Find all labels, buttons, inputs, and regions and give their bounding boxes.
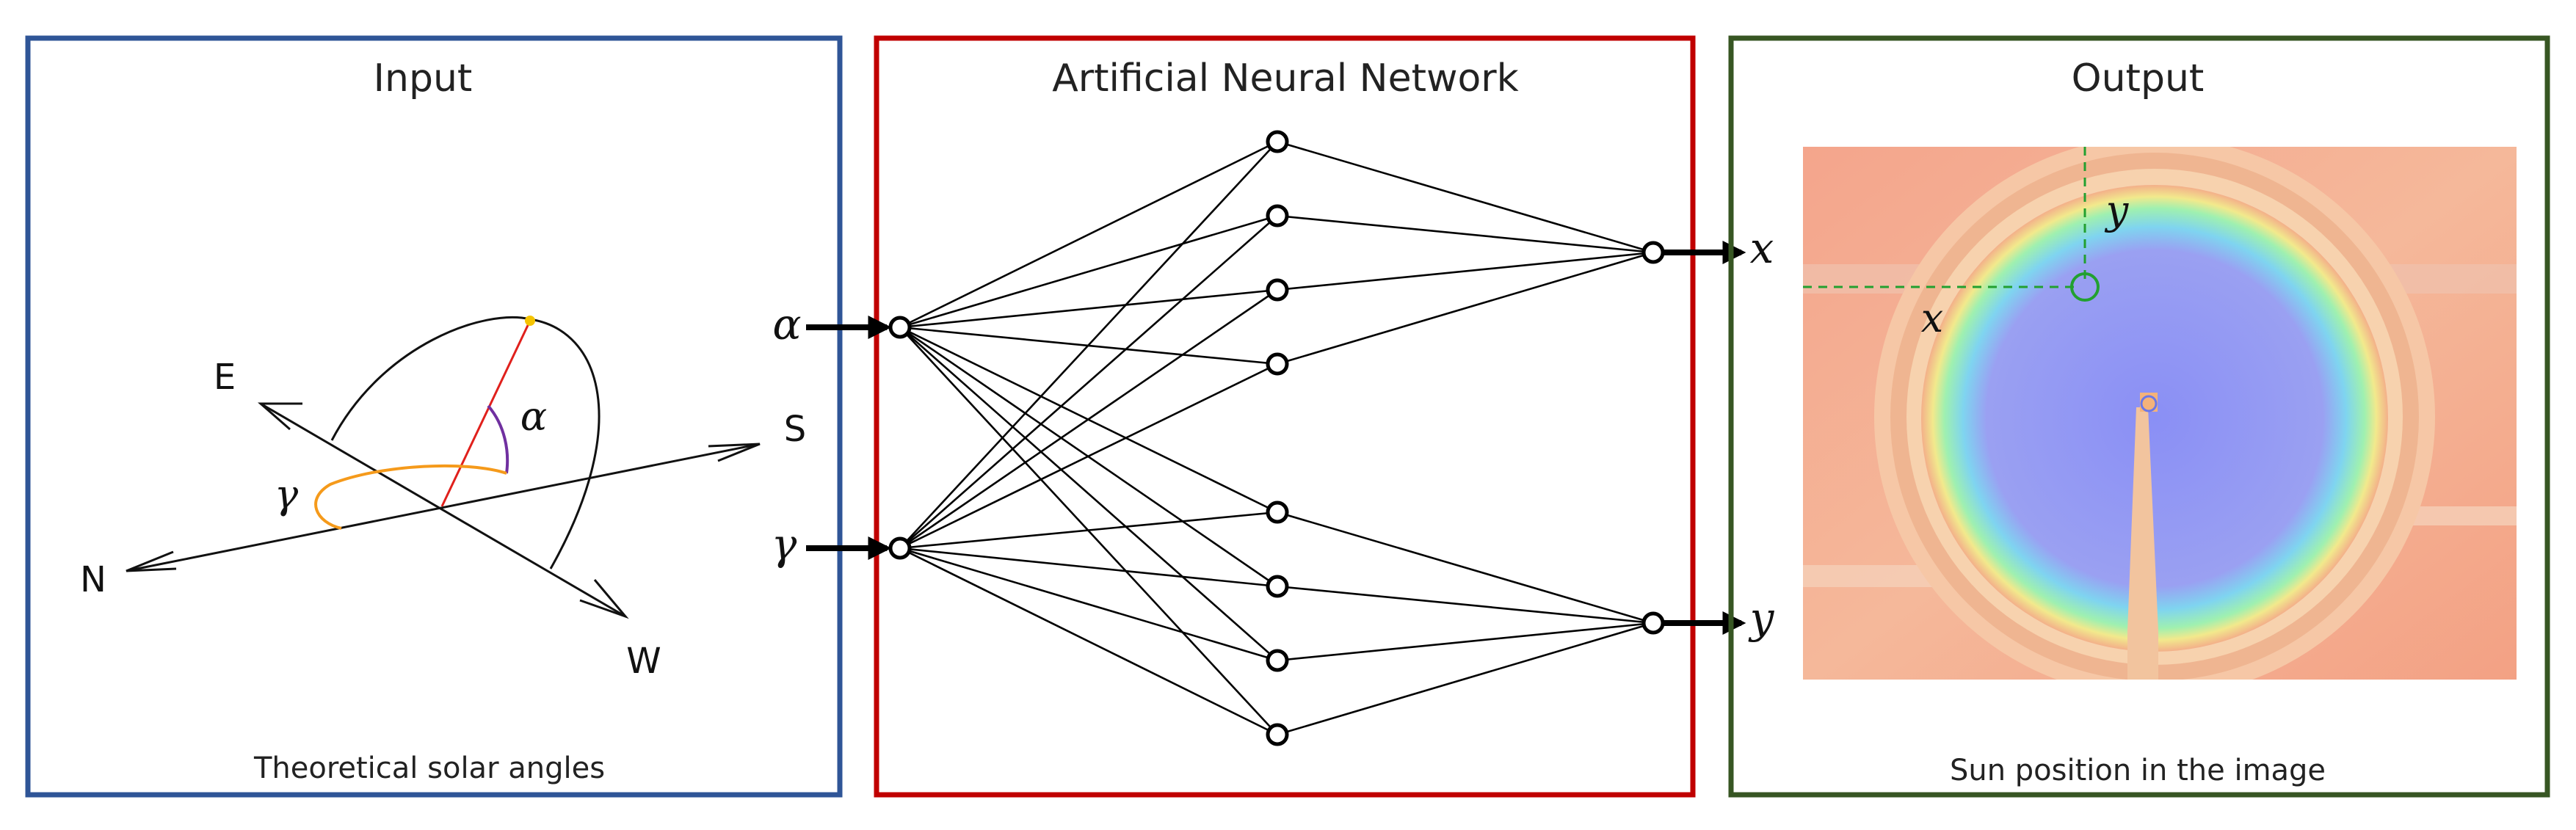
gamma-arc — [314, 464, 507, 530]
south-arrowhead — [708, 443, 761, 462]
sky-dome-arc — [330, 316, 601, 569]
hidden-node — [1266, 278, 1289, 302]
image-y-label: y — [2105, 187, 2130, 233]
x-output-label: x — [1750, 223, 1774, 273]
alpha-input-label: α — [772, 299, 801, 349]
input-panel-caption: Theoretical solar angles — [253, 751, 605, 785]
west-arrowhead — [579, 579, 629, 619]
gamma-angle-label: γ — [275, 471, 299, 517]
output-panel-caption: Sun position in the image — [1950, 754, 2326, 787]
alpha-arc — [487, 404, 509, 474]
hidden-node — [1266, 352, 1289, 376]
east-west-axis — [260, 402, 626, 618]
output-node-x — [1641, 241, 1665, 264]
north-arrowhead — [126, 550, 177, 572]
sun-direction-line — [440, 320, 531, 507]
compass-east-label: E — [214, 357, 236, 398]
output-node-y — [1641, 611, 1665, 635]
compass-south-label: S — [784, 409, 806, 450]
hidden-node — [1266, 130, 1289, 153]
ann-panel-title: Artificial Neural Network — [1052, 57, 1519, 101]
compass-west-label: W — [626, 641, 661, 682]
output-panel-border — [1728, 35, 2550, 798]
north-south-axis — [126, 443, 761, 572]
output-panel-title: Output — [2072, 57, 2205, 101]
input-node-alpha — [888, 316, 912, 339]
hidden-node — [1266, 500, 1289, 524]
sun-dot — [525, 316, 535, 326]
input-panel-border — [25, 35, 843, 798]
ann-panel-border — [874, 35, 1696, 798]
output-panel: Output Sun position in the image x y — [1728, 35, 2550, 798]
input-panel: Input Theoretical solar angles E S N W α… — [25, 35, 843, 798]
east-arrowhead — [258, 402, 302, 431]
ann-panel: Artificial Neural Network — [772, 35, 1775, 798]
input-node-gamma — [888, 536, 912, 560]
fisheye-sky-image — [1803, 147, 2517, 680]
gamma-input-label: γ — [772, 520, 797, 569]
image-x-label: x — [1921, 295, 1943, 341]
sun-position-marker — [2070, 272, 2100, 302]
y-output-label: y — [1748, 593, 1775, 643]
compass-north-label: N — [80, 559, 106, 600]
hidden-node — [1266, 204, 1289, 227]
input-panel-title: Input — [374, 57, 473, 101]
hidden-node — [1266, 575, 1289, 598]
hidden-node — [1266, 723, 1289, 746]
network-nodes — [888, 130, 1665, 746]
hidden-node — [1266, 649, 1289, 672]
alpha-angle-label: α — [520, 393, 547, 440]
network-connections — [899, 140, 1654, 736]
